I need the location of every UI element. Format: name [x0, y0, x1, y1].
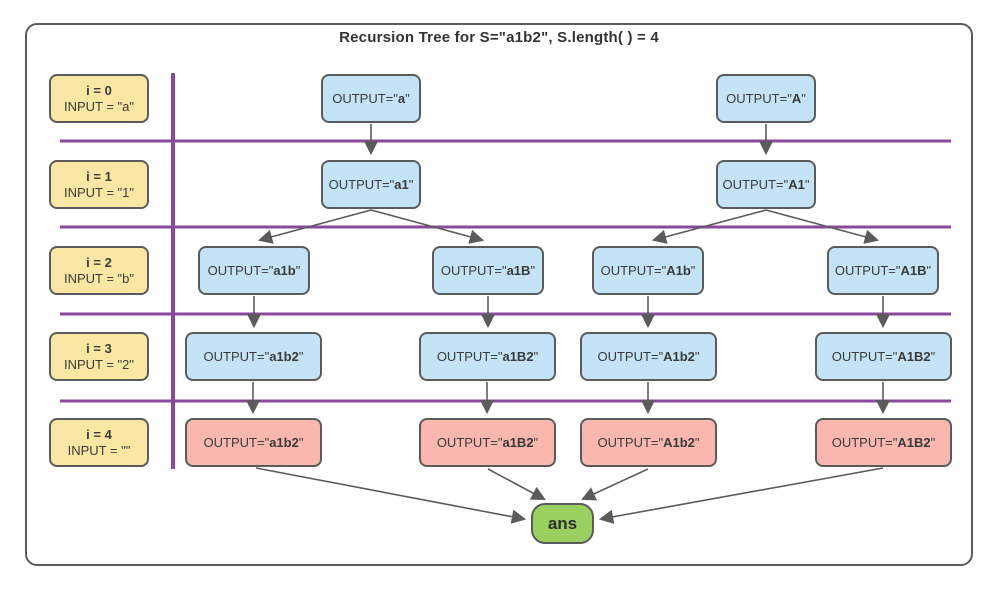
edge-A1-to-A1B [765, 209, 880, 244]
ans-node: ans [531, 503, 594, 544]
edge-leaf-A1b2-to-ans [581, 468, 649, 501]
node-output-a1b2: OUTPUT="a1b2" [185, 332, 322, 381]
output-prefix: OUTPUT=" [436, 349, 503, 364]
output-quote: " [298, 435, 304, 450]
output-prefix: OUTPUT=" [203, 435, 270, 450]
output-quote: " [694, 349, 700, 364]
leaf-output-a1b2: OUTPUT="a1b2" [185, 418, 322, 467]
output-quote: " [801, 91, 806, 106]
node-output-a: OUTPUT="a" [321, 74, 421, 123]
output-prefix: OUTPUT=" [328, 177, 395, 192]
output-value: A1b [666, 263, 691, 278]
row-label-input: INPUT = "" [67, 442, 131, 458]
output-value: A1B2 [897, 349, 931, 364]
node-output-A1b2: OUTPUT="A1b2" [580, 332, 717, 381]
node-output-A1B: OUTPUT="A1B" [827, 246, 939, 295]
node-output-A1B2: OUTPUT="A1B2" [815, 332, 952, 381]
edge-leaf-a1b2-to-ans [255, 467, 527, 524]
output-value: a [397, 91, 406, 106]
output-prefix: OUTPUT=" [831, 435, 898, 450]
output-prefix: OUTPUT=" [600, 263, 667, 278]
row-label-i1: i = 1 INPUT = "1" [49, 160, 149, 209]
output-quote: " [533, 349, 539, 364]
diagram-title: Recursion Tree for S="a1b2", S.length( )… [339, 29, 659, 46]
output-prefix: OUTPUT=" [597, 349, 664, 364]
row-label-index: i = 4 [86, 426, 112, 442]
output-value: A [791, 91, 802, 106]
output-quote: " [408, 177, 414, 192]
output-value: a1b2 [269, 435, 299, 450]
node-output-a1: OUTPUT="a1" [321, 160, 421, 209]
row-label-input: INPUT = "2" [63, 356, 135, 372]
output-value: a1b2 [269, 349, 299, 364]
output-value: A1 [788, 177, 805, 192]
output-prefix: OUTPUT=" [722, 177, 789, 192]
output-prefix: OUTPUT=" [332, 91, 398, 106]
row-label-index: i = 0 [86, 82, 112, 98]
row-label-input: INPUT = "1" [63, 184, 135, 200]
output-quote: " [804, 177, 810, 192]
output-prefix: OUTPUT=" [726, 91, 792, 106]
output-prefix: OUTPUT=" [834, 263, 901, 278]
output-prefix: OUTPUT=" [207, 263, 274, 278]
output-prefix: OUTPUT=" [831, 349, 898, 364]
output-quote: " [926, 263, 932, 278]
output-quote: " [930, 349, 936, 364]
node-output-A1b: OUTPUT="A1b" [592, 246, 704, 295]
output-value: A1b2 [663, 435, 695, 450]
output-prefix: OUTPUT=" [436, 435, 503, 450]
diagram-border [25, 23, 973, 566]
output-value: a1B2 [502, 349, 534, 364]
node-output-A1: OUTPUT="A1" [716, 160, 816, 209]
edge-a1-to-a1b [257, 209, 372, 244]
row-label-input: INPUT = "b" [63, 270, 135, 286]
node-output-a1B2: OUTPUT="a1B2" [419, 332, 556, 381]
tree-edges [245, 124, 891, 524]
row-label-i3: i = 3 INPUT = "2" [49, 332, 149, 381]
output-value: a1B2 [502, 435, 534, 450]
leaf-output-A1b2: OUTPUT="A1b2" [580, 418, 717, 467]
leaf-output-A1B2: OUTPUT="A1B2" [815, 418, 952, 467]
output-value: A1B [900, 263, 927, 278]
node-output-a1b: OUTPUT="a1b" [198, 246, 310, 295]
output-prefix: OUTPUT=" [440, 263, 507, 278]
edge-A1-to-A1b [651, 209, 767, 244]
row-label-i4: i = 4 INPUT = "" [49, 418, 149, 467]
output-value: A1b2 [663, 349, 695, 364]
output-quote: " [694, 435, 700, 450]
output-quote: " [295, 263, 301, 278]
output-value: a1 [394, 177, 409, 192]
output-value: a1B [506, 263, 531, 278]
row-label-i0: i = 0 INPUT = "a" [49, 74, 149, 123]
output-quote: " [405, 91, 410, 106]
edge-a1-to-a1B [370, 209, 485, 244]
row-label-input: INPUT = "a" [63, 98, 135, 114]
edge-leaf-a1B2-to-ans [487, 468, 546, 501]
output-quote: " [930, 435, 936, 450]
output-quote: " [298, 349, 304, 364]
output-value: a1b [273, 263, 296, 278]
output-quote: " [690, 263, 696, 278]
output-prefix: OUTPUT=" [597, 435, 664, 450]
output-value: A1B2 [897, 435, 931, 450]
row-label-index: i = 1 [86, 168, 112, 184]
node-output-A: OUTPUT="A" [716, 74, 816, 123]
row-label-index: i = 2 [86, 254, 112, 270]
row-label-i2: i = 2 INPUT = "b" [49, 246, 149, 295]
output-quote: " [533, 435, 539, 450]
leaf-output-a1B2: OUTPUT="a1B2" [419, 418, 556, 467]
output-prefix: OUTPUT=" [203, 349, 270, 364]
node-output-a1B: OUTPUT="a1B" [432, 246, 544, 295]
level-separator-lines [60, 73, 951, 469]
row-label-index: i = 3 [86, 340, 112, 356]
edge-leaf-A1B2-to-ans [598, 467, 884, 524]
output-quote: " [530, 263, 536, 278]
